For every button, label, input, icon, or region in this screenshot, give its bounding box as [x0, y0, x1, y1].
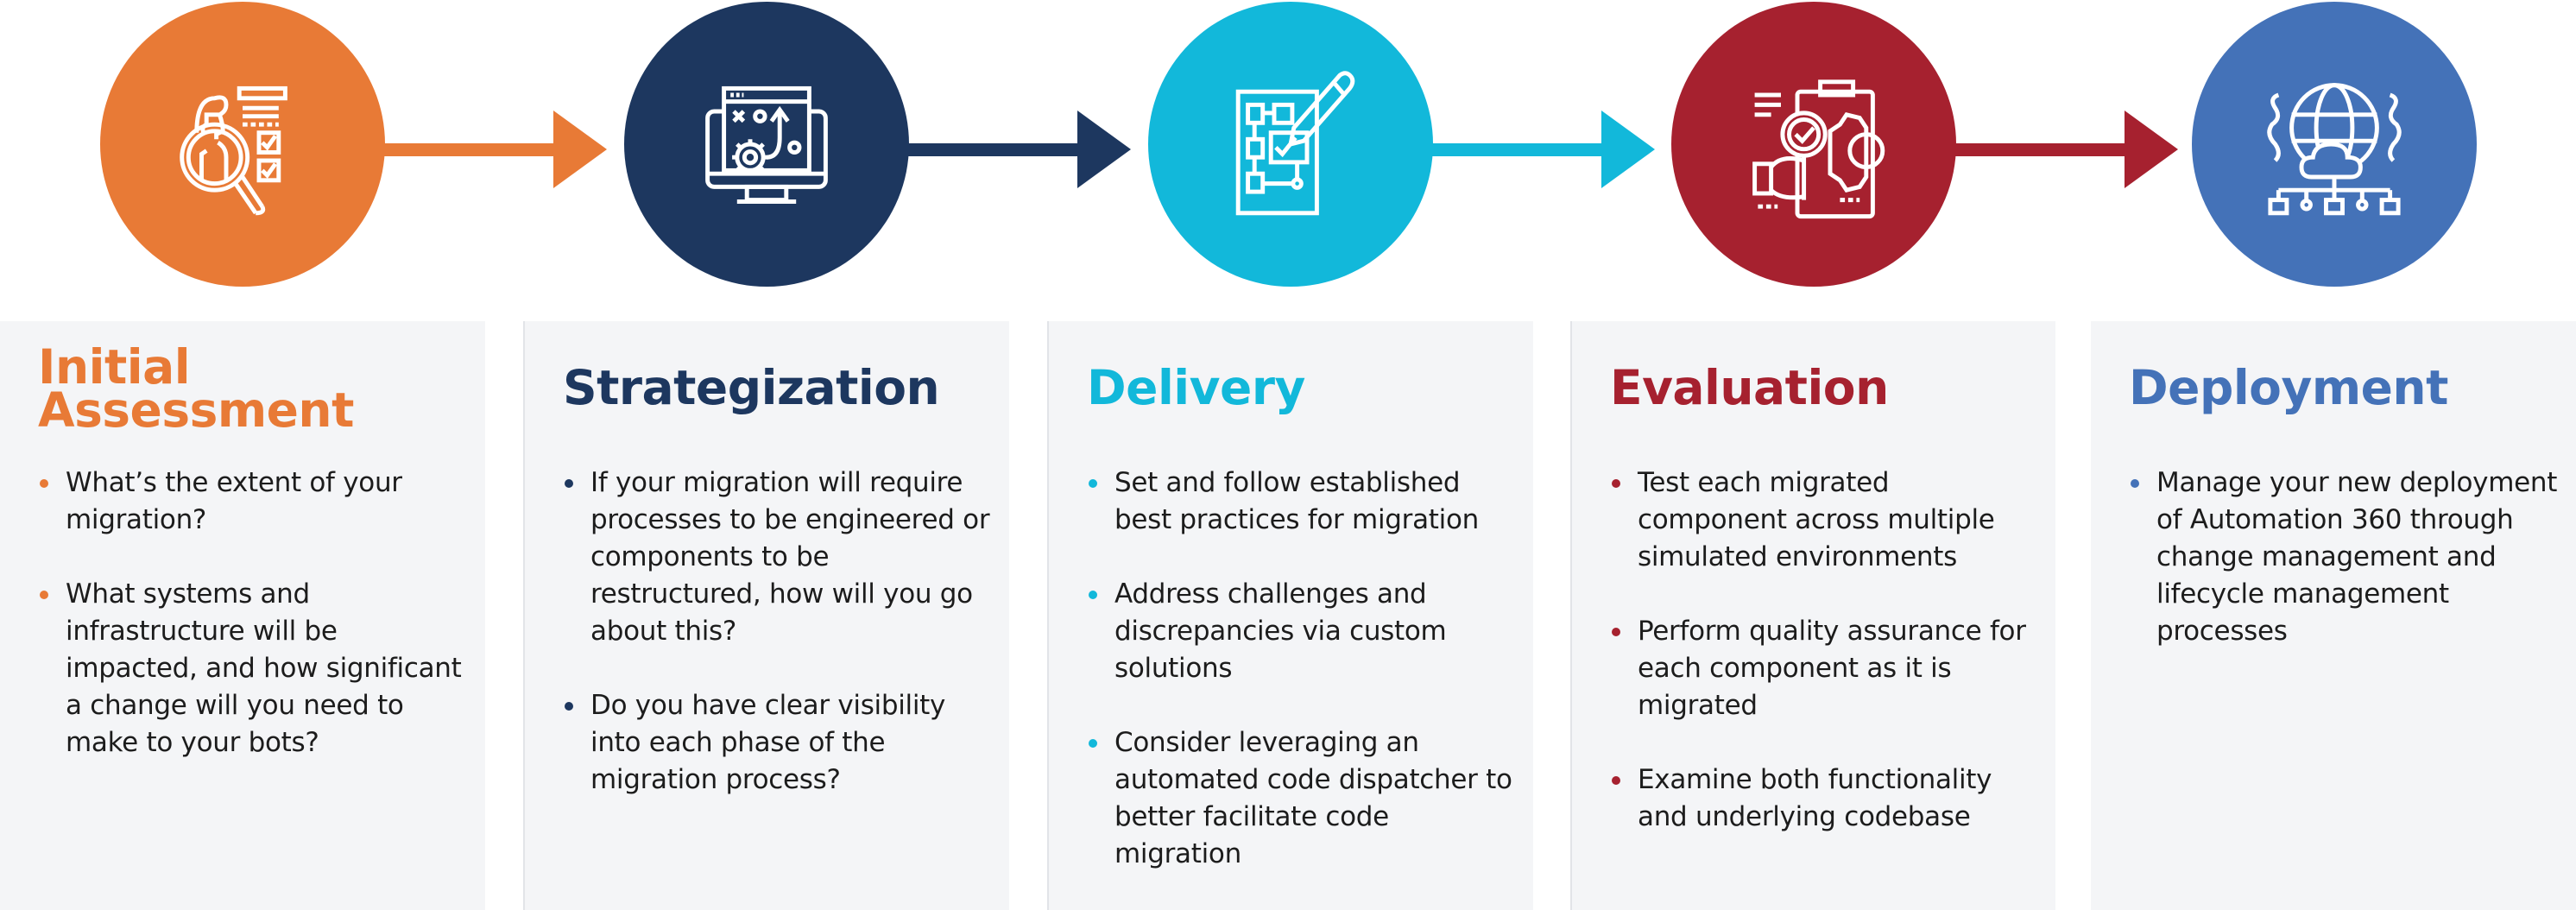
stage-title: Evaluation: [1610, 360, 1889, 415]
bullet-text: Do you have clear visibility into each p…: [590, 690, 946, 795]
stage-circle-deployment: [2192, 2, 2477, 287]
bullet-item: What’s the extent of your migration?: [38, 464, 468, 539]
bullet-text: Examine both functionality and underlyin…: [1638, 764, 1992, 832]
person-magnifier-checklist-icon: [180, 85, 287, 216]
bullet-text: Perform quality assurance for each compo…: [1638, 616, 2026, 721]
bullet-dot: [40, 591, 48, 599]
arrow-delivery-to-evaluation: [1432, 111, 1657, 188]
bullet-item: Do you have clear visibility into each p…: [563, 687, 992, 799]
stage-bullet-list: Set and follow established best practice…: [1087, 464, 1516, 910]
clipboard-magnifier-gear-icon: [1752, 79, 1885, 219]
bullet-dot: [1089, 739, 1097, 748]
bullet-text: What’s the extent of your migration?: [66, 467, 402, 535]
bullet-item: Examine both functionality and underlyin…: [1610, 761, 2038, 836]
arrow-head: [2125, 111, 2178, 188]
bullet-item: Manage your new deployment of Automation…: [2129, 464, 2559, 650]
bullet-dot: [1089, 479, 1097, 488]
bullet-text: Test each migrated component across mult…: [1638, 467, 1995, 572]
stage-panel-strategization: Strategization If your migration will re…: [523, 321, 1009, 910]
bullet-text: What systems and infrastructure will be …: [66, 578, 462, 758]
arrow-shaft: [908, 143, 1081, 156]
bullet-item: Address challenges and discrepancies via…: [1087, 576, 1516, 687]
stage-title: Deployment: [2129, 360, 2448, 415]
bullet-text: If your migration will require processes…: [590, 467, 990, 647]
bullet-item: Set and follow established best practice…: [1087, 464, 1516, 539]
bullet-dot: [2131, 479, 2139, 488]
stage-bullet-list: Test each migrated component across mult…: [1610, 464, 2038, 873]
stage-bullet-list: What’s the extent of your migration? Wha…: [38, 464, 468, 799]
stage-bullet-list: Manage your new deployment of Automation…: [2129, 464, 2559, 687]
bullet-text: Set and follow established best practice…: [1114, 467, 1479, 535]
stage-panel-evaluation: Evaluation Test each migrated component …: [1570, 321, 2055, 910]
bullet-dot: [565, 479, 573, 488]
bullet-dot: [565, 702, 573, 711]
arrow-strategization-to-delivery: [908, 111, 1133, 188]
arrow-evaluation-to-deployment: [1955, 111, 2180, 188]
arrow-assessment-to-strategization: [384, 111, 609, 188]
arrow-shaft: [1432, 143, 1605, 156]
bullet-item: What systems and infrastructure will be …: [38, 576, 468, 761]
stage-panel-deployment: Deployment Manage your new deployment of…: [2091, 321, 2576, 910]
stage-circle-strategization: [624, 2, 909, 287]
bullet-item: Consider leveraging an automated code di…: [1087, 724, 1516, 873]
arrow-head: [1601, 111, 1655, 188]
bullet-text: Manage your new deployment of Automation…: [2156, 467, 2558, 647]
bullet-dot: [1612, 776, 1620, 785]
stage-bullet-list: If your migration will require processes…: [563, 464, 992, 836]
bullet-text: Address challenges and discrepancies via…: [1114, 578, 1447, 684]
arrow-head: [1077, 111, 1131, 188]
stage-circle-evaluation: [1671, 2, 1956, 287]
bullet-dot: [1612, 628, 1620, 636]
bullet-dot: [1612, 479, 1620, 488]
stage-panel-delivery: Delivery Set and follow established best…: [1047, 321, 1533, 910]
bullet-item: If your migration will require processes…: [563, 464, 992, 650]
stage-circle-delivery: [1148, 2, 1433, 287]
stage-title-line: Initial: [38, 339, 191, 395]
arrow-shaft: [1955, 143, 2128, 156]
bullet-item: Test each migrated component across mult…: [1610, 464, 2038, 576]
bullet-text: Consider leveraging an automated code di…: [1114, 727, 1512, 869]
bullet-dot: [1089, 591, 1097, 599]
stage-title: Initial Assessment: [38, 344, 354, 434]
stage-panel-assessment: Initial Assessment What’s the extent of …: [0, 321, 485, 910]
bullet-dot: [40, 479, 48, 488]
stage-title: Strategization: [563, 360, 940, 415]
bullet-item: Perform quality assurance for each compo…: [1610, 613, 2038, 724]
stage-circle-assessment: [100, 2, 385, 287]
flowchart-pencil-icon: [1235, 71, 1355, 216]
stage-title-line: Assessment: [38, 382, 354, 438]
arrow-shaft: [384, 143, 557, 156]
arrow-head: [553, 111, 607, 188]
globe-cloud-network-icon: [2267, 83, 2402, 216]
monitor-strategy-gear-icon: [705, 85, 828, 204]
stage-title: Delivery: [1087, 360, 1305, 415]
